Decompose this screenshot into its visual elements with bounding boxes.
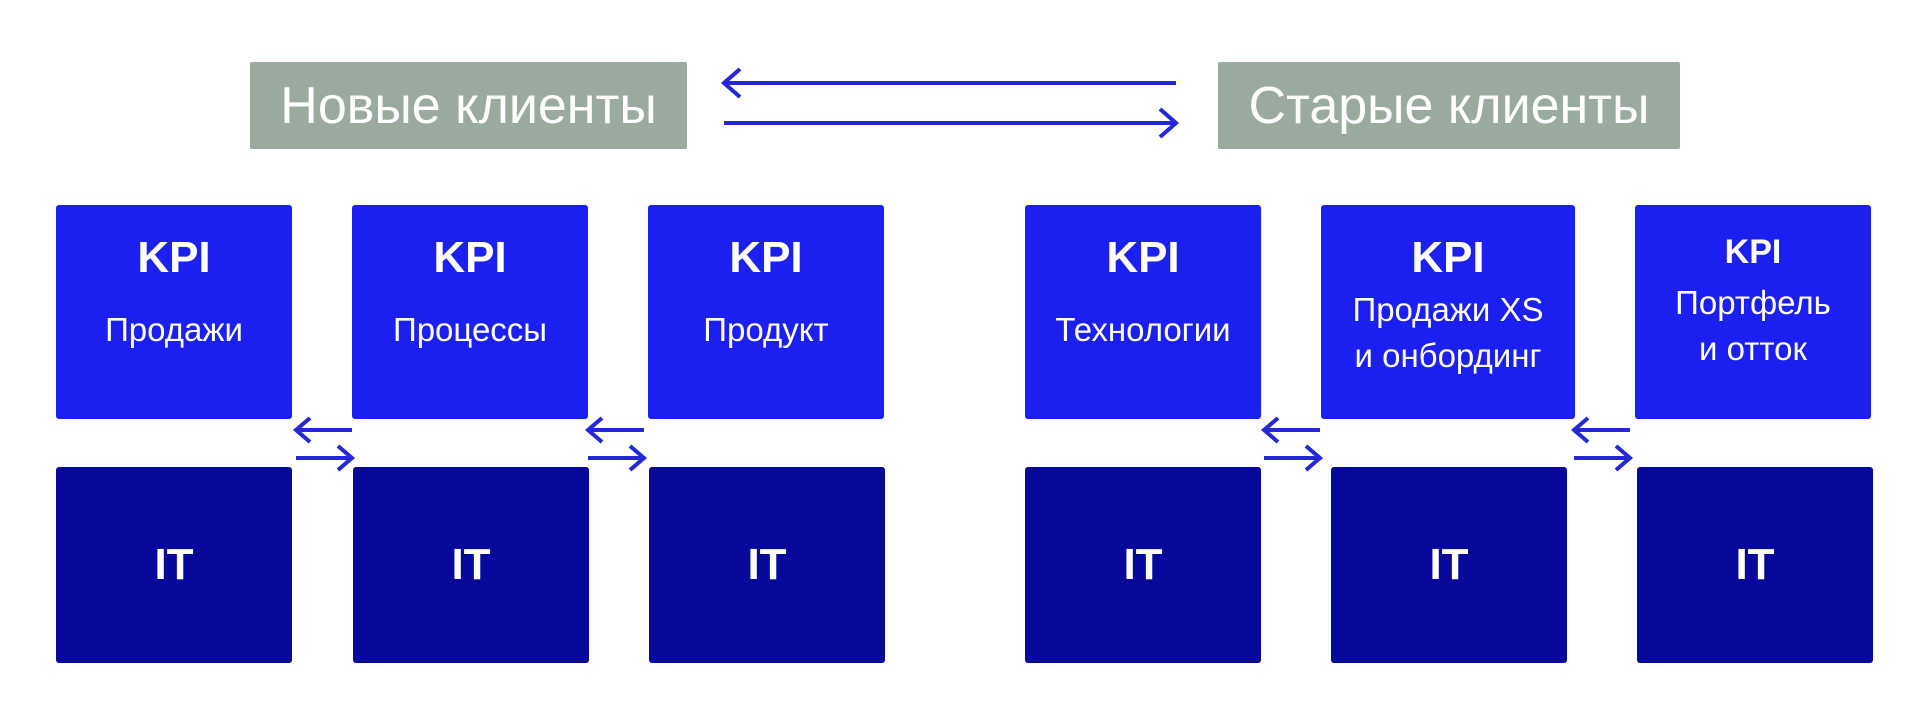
- bidirectional-arrow-2-3: [584, 416, 648, 472]
- kpi-label: Процессы: [392, 311, 548, 348]
- kpi-label: Портфель и отток: [1635, 280, 1871, 372]
- bidirectional-arrow-4-5: [1260, 416, 1324, 472]
- kpi-label: Продукт: [703, 311, 829, 348]
- kpi-block-processes: KPI Процессы: [352, 205, 588, 419]
- top-bidirectional-arrow: [720, 67, 1180, 139]
- new-clients-header: Новые клиенты: [250, 62, 687, 149]
- kpi-block-portfolio-churn: KPI Портфель и отток: [1635, 205, 1871, 419]
- kpi-label-line-2: и отток: [1699, 330, 1807, 367]
- old-clients-header: Старые клиенты: [1218, 62, 1680, 149]
- it-block: IT: [56, 467, 292, 663]
- kpi-title: KPI: [1724, 233, 1782, 271]
- it-label: IT: [154, 540, 194, 589]
- it-block: IT: [1025, 467, 1261, 663]
- right-arrow-icon: [1264, 444, 1324, 472]
- it-label: IT: [1735, 540, 1775, 589]
- it-block: IT: [353, 467, 589, 663]
- it-label: IT: [1429, 540, 1469, 589]
- left-arrow-icon: [292, 416, 352, 444]
- bidirectional-arrow-5-6: [1570, 416, 1634, 472]
- it-block: IT: [1331, 467, 1567, 663]
- right-arrow-icon: [588, 444, 648, 472]
- kpi-block-technologies: KPI Технологии: [1025, 205, 1261, 419]
- kpi-label: Технологии: [1055, 311, 1231, 348]
- kpi-label-line-1: Продажи XS: [1352, 291, 1544, 328]
- kpi-title: KPI: [433, 233, 507, 282]
- bidirectional-arrow-1-2: [292, 416, 356, 472]
- it-label: IT: [747, 540, 787, 589]
- kpi-block-sales: KPI Продажи: [56, 205, 292, 419]
- kpi-label-line-1: Портфель: [1675, 284, 1831, 321]
- kpi-label: Продажи: [105, 311, 243, 348]
- left-arrow-icon: [1260, 416, 1320, 444]
- right-arrow-icon: [296, 444, 356, 472]
- kpi-title: KPI: [1106, 233, 1180, 282]
- kpi-block-product: KPI Продукт: [648, 205, 884, 419]
- it-block: IT: [649, 467, 885, 663]
- new-clients-label: Новые клиенты: [280, 76, 657, 135]
- left-arrow-icon: [1570, 416, 1630, 444]
- right-arrow-icon: [724, 107, 1180, 139]
- it-label: IT: [451, 540, 491, 589]
- kpi-title: KPI: [1411, 233, 1485, 282]
- kpi-label: Продажи XS и онбординг: [1321, 287, 1575, 379]
- kpi-label-line-2: и онбординг: [1354, 337, 1542, 374]
- kpi-title: KPI: [729, 233, 803, 282]
- it-label: IT: [1123, 540, 1163, 589]
- right-arrow-icon: [1574, 444, 1634, 472]
- old-clients-label: Старые клиенты: [1248, 76, 1650, 135]
- kpi-title: KPI: [137, 233, 211, 282]
- left-arrow-icon: [720, 67, 1176, 99]
- it-block: IT: [1637, 467, 1873, 663]
- kpi-block-sales-xs-onboarding: KPI Продажи XS и онбординг: [1321, 205, 1575, 419]
- left-arrow-icon: [584, 416, 644, 444]
